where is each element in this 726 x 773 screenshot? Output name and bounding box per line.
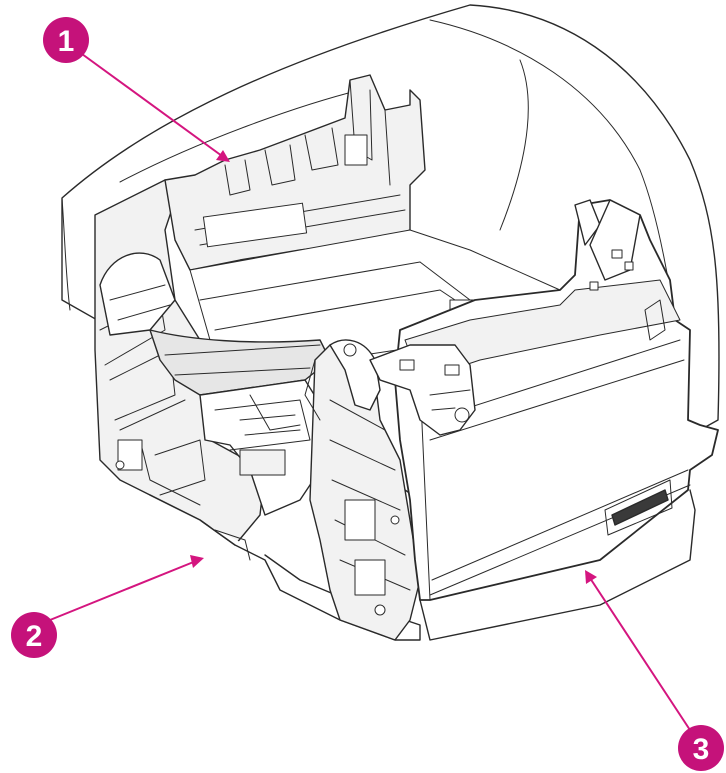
cover-handle-slot (611, 489, 669, 526)
callout-2-badge (11, 612, 57, 658)
callout-3-number: 3 (693, 733, 710, 766)
callout-1-badge (43, 17, 89, 63)
callout-2-number: 2 (26, 620, 43, 653)
callout-1: 1 (43, 17, 230, 162)
printer-illustration (61, 4, 720, 641)
callout-3-badge (678, 725, 724, 771)
callout-2: 2 (11, 555, 204, 658)
callout-1-number: 1 (58, 25, 75, 58)
callout-3: 3 (585, 570, 724, 771)
